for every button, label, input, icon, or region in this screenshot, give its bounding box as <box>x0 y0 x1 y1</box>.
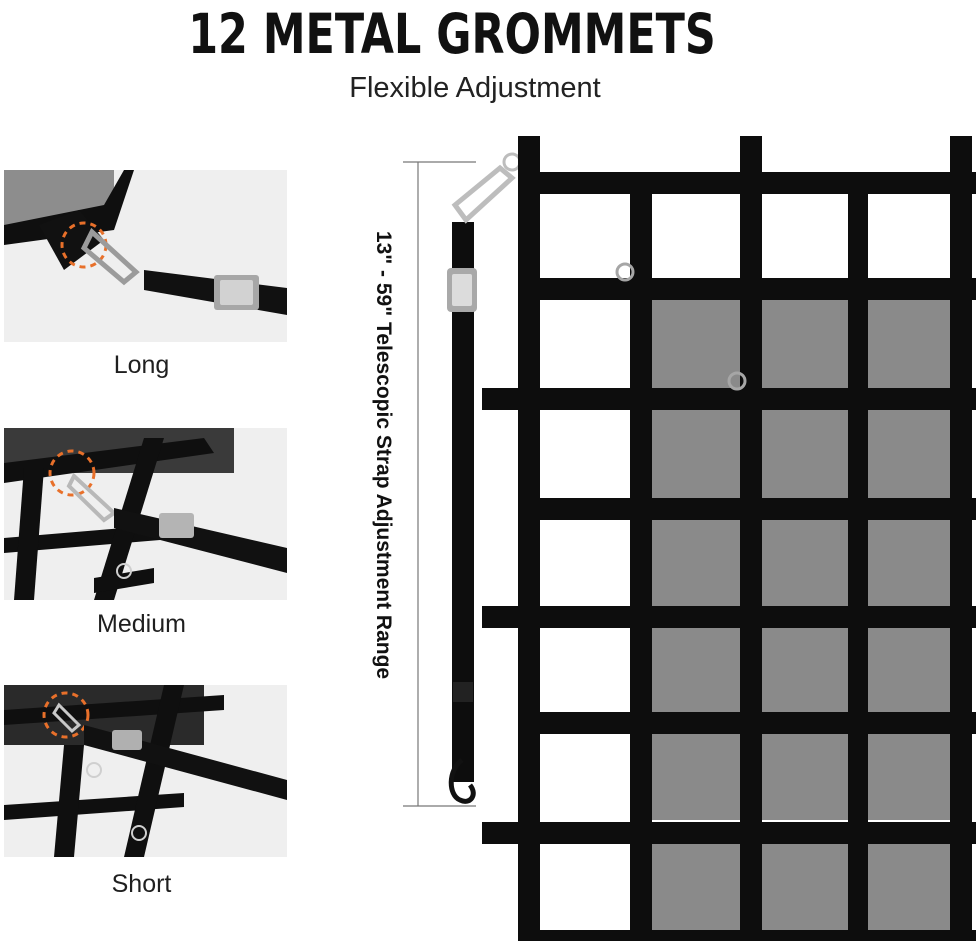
product-title: 12 METAL GROMMETS <box>188 2 716 66</box>
medium-option-label: Medium <box>97 610 186 638</box>
short-option-image <box>4 685 287 857</box>
medium-option-image <box>4 428 287 600</box>
telescopic-strap <box>447 152 522 804</box>
long-option-label: Long <box>113 351 170 379</box>
metal-grommets <box>615 262 747 391</box>
short-option-label: Short <box>111 870 172 898</box>
long-option-image <box>4 170 287 342</box>
vertical-straps <box>518 136 972 941</box>
product-subtitle: Flexible Adjustment <box>349 72 601 104</box>
dimension-bracket <box>403 161 476 807</box>
mesh-panels <box>652 300 950 941</box>
